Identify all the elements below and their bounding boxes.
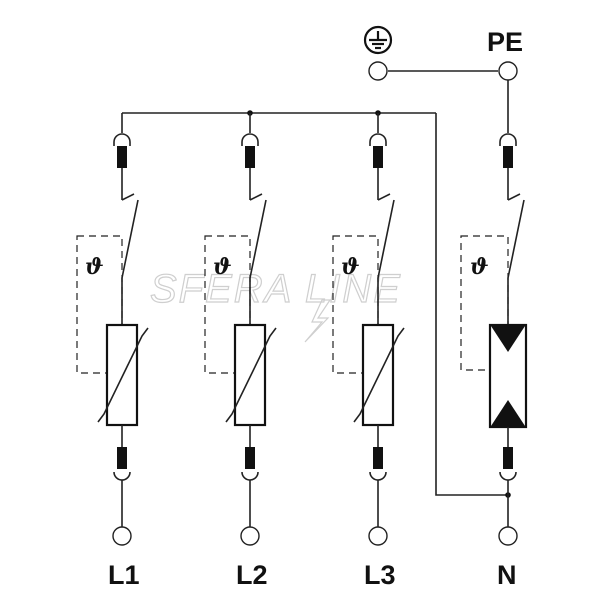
- thermal-link-frame: [204, 235, 251, 374]
- thermal-switch-icon: [121, 199, 139, 279]
- varistor-characteristic: [97, 327, 149, 423]
- label-n: N: [497, 560, 517, 590]
- spark-gap-lower-electrode: [491, 400, 525, 426]
- thermal-symbol: ϑ: [470, 254, 489, 280]
- thermal-switch-icon: [249, 199, 267, 279]
- module-l1: ϑL1: [76, 113, 149, 590]
- varistor-icon: [233, 323, 267, 427]
- varistor-characteristic: [353, 327, 405, 423]
- thermal-symbol: ϑ: [85, 254, 104, 280]
- ground-terminal: [368, 61, 388, 81]
- fuse-icon: [373, 447, 383, 469]
- terminal-l2: [240, 526, 260, 546]
- fuse-icon: [117, 146, 127, 168]
- varistor-icon: [105, 323, 139, 427]
- thermal-link-frame: [332, 235, 379, 374]
- module-n: ϑ N: [460, 133, 528, 590]
- thermal-symbol: ϑ: [341, 254, 360, 280]
- ground-icon: [363, 25, 393, 55]
- thermal-link-frame: [460, 235, 509, 371]
- varistor-icon: [361, 323, 395, 427]
- watermark-text: SFERA LINE: [150, 267, 402, 311]
- fuse-icon: [373, 146, 383, 168]
- plug-contact-icon: [113, 471, 131, 481]
- thermal-symbol: ϑ: [213, 254, 232, 280]
- plug-contact-icon: [369, 133, 387, 143]
- plug-contact-icon: [113, 133, 131, 143]
- label-l1: L1: [108, 560, 140, 590]
- varistor-characteristic: [225, 327, 277, 423]
- plug-contact-icon: [499, 471, 517, 481]
- fuse-icon: [503, 146, 513, 168]
- fuse-icon: [245, 146, 255, 168]
- lightning-icon: [304, 299, 332, 343]
- module-l2: ϑL2: [204, 113, 277, 590]
- bus-to-neutral-wire: [435, 113, 508, 496]
- plug-contact-icon: [499, 133, 517, 143]
- terminal-n: [498, 526, 518, 546]
- thermal-link-frame: [76, 235, 123, 374]
- plug-contact-icon: [241, 471, 259, 481]
- label-l3: L3: [364, 560, 396, 590]
- module-l3: ϑL3: [332, 113, 405, 590]
- thermal-switch-icon: [507, 199, 525, 279]
- label-pe: PE: [487, 27, 523, 57]
- fuse-icon: [117, 447, 127, 469]
- terminal-l3: [368, 526, 388, 546]
- watermark: SFERA LINE: [149, 266, 402, 343]
- pe-terminal: [498, 61, 518, 81]
- spark-gap-upper-electrode: [491, 326, 525, 352]
- fuse-icon: [245, 447, 255, 469]
- fuse-icon: [503, 447, 513, 469]
- label-l2: L2: [236, 560, 268, 590]
- terminal-l1: [112, 526, 132, 546]
- thermal-switch-icon: [377, 199, 395, 279]
- plug-contact-icon: [241, 133, 259, 143]
- plug-contact-icon: [369, 471, 387, 481]
